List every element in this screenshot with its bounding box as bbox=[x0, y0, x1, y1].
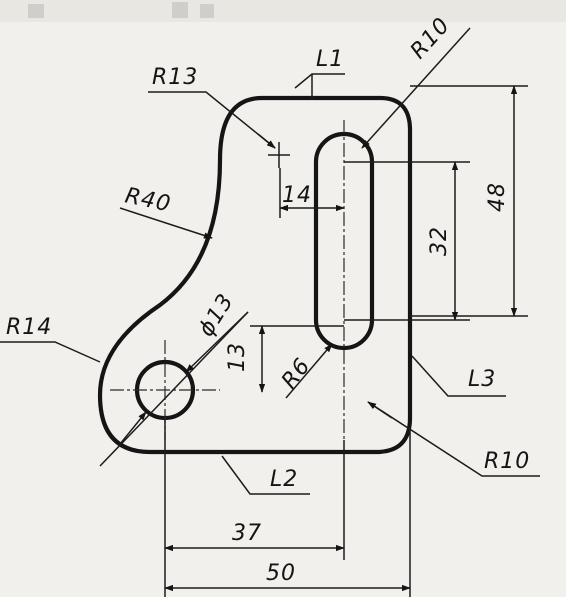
phi13-label: ϕ13 bbox=[194, 289, 239, 341]
r6-leader bbox=[285, 343, 333, 399]
l1-leader bbox=[294, 73, 345, 89]
dim-32-label: 32 bbox=[427, 226, 452, 256]
blur-mark bbox=[172, 2, 188, 18]
r14-leader bbox=[0, 341, 101, 363]
r10-bottom-leader bbox=[367, 401, 540, 477]
r40-label: R40 bbox=[123, 183, 173, 217]
r13-label: R13 bbox=[152, 65, 198, 90]
l1-label: L1 bbox=[316, 47, 344, 72]
blurred-top-strip bbox=[0, 0, 566, 22]
dim-48-label: 48 bbox=[485, 182, 510, 212]
l2-leader bbox=[221, 455, 310, 495]
l3-label: L3 bbox=[468, 367, 496, 392]
r10-top-leader bbox=[361, 27, 471, 149]
l3-leader bbox=[411, 355, 506, 397]
dim-14-label: 14 bbox=[282, 183, 312, 208]
dim-37-label: 37 bbox=[232, 521, 262, 546]
r14-label: R14 bbox=[6, 315, 52, 340]
dim-13-label: 13 bbox=[225, 342, 250, 372]
r10-bottom-label: R10 bbox=[484, 449, 530, 474]
r13-leader bbox=[148, 91, 276, 149]
r6-label: R6 bbox=[277, 354, 316, 394]
blur-mark bbox=[28, 4, 44, 18]
part-outline bbox=[97, 95, 413, 455]
l2-label: L2 bbox=[270, 467, 298, 492]
blur-mark bbox=[200, 4, 214, 18]
phi13-leader bbox=[99, 311, 249, 467]
phi13-arrow bbox=[185, 311, 249, 373]
r13-leader-arrow bbox=[257, 133, 276, 149]
r40-leader bbox=[119, 207, 213, 239]
r10-bottom-arrow bbox=[367, 401, 393, 419]
phi13-arrow bbox=[119, 411, 147, 445]
dim-50-label: 50 bbox=[266, 561, 296, 586]
